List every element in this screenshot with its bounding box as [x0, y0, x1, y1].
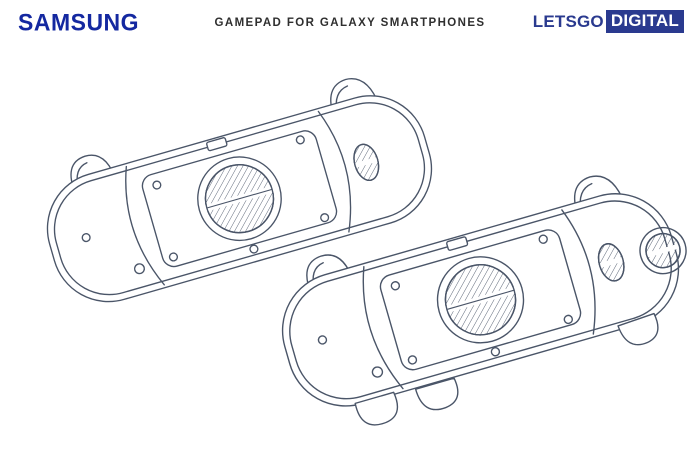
samsung-logo: SAMSUNG [18, 8, 140, 36]
digital-badge: DIGITAL [605, 10, 684, 33]
page-title: GAMEPAD FOR GALAXY SMARTPHONES [214, 17, 486, 29]
header: SAMSUNG GAMEPAD FOR GALAXY SMARTPHONES L… [0, 0, 700, 48]
letsgodigital-logo: LETSGO DIGITAL [533, 10, 684, 33]
letsgo-text: LETSGO [532, 11, 604, 31]
